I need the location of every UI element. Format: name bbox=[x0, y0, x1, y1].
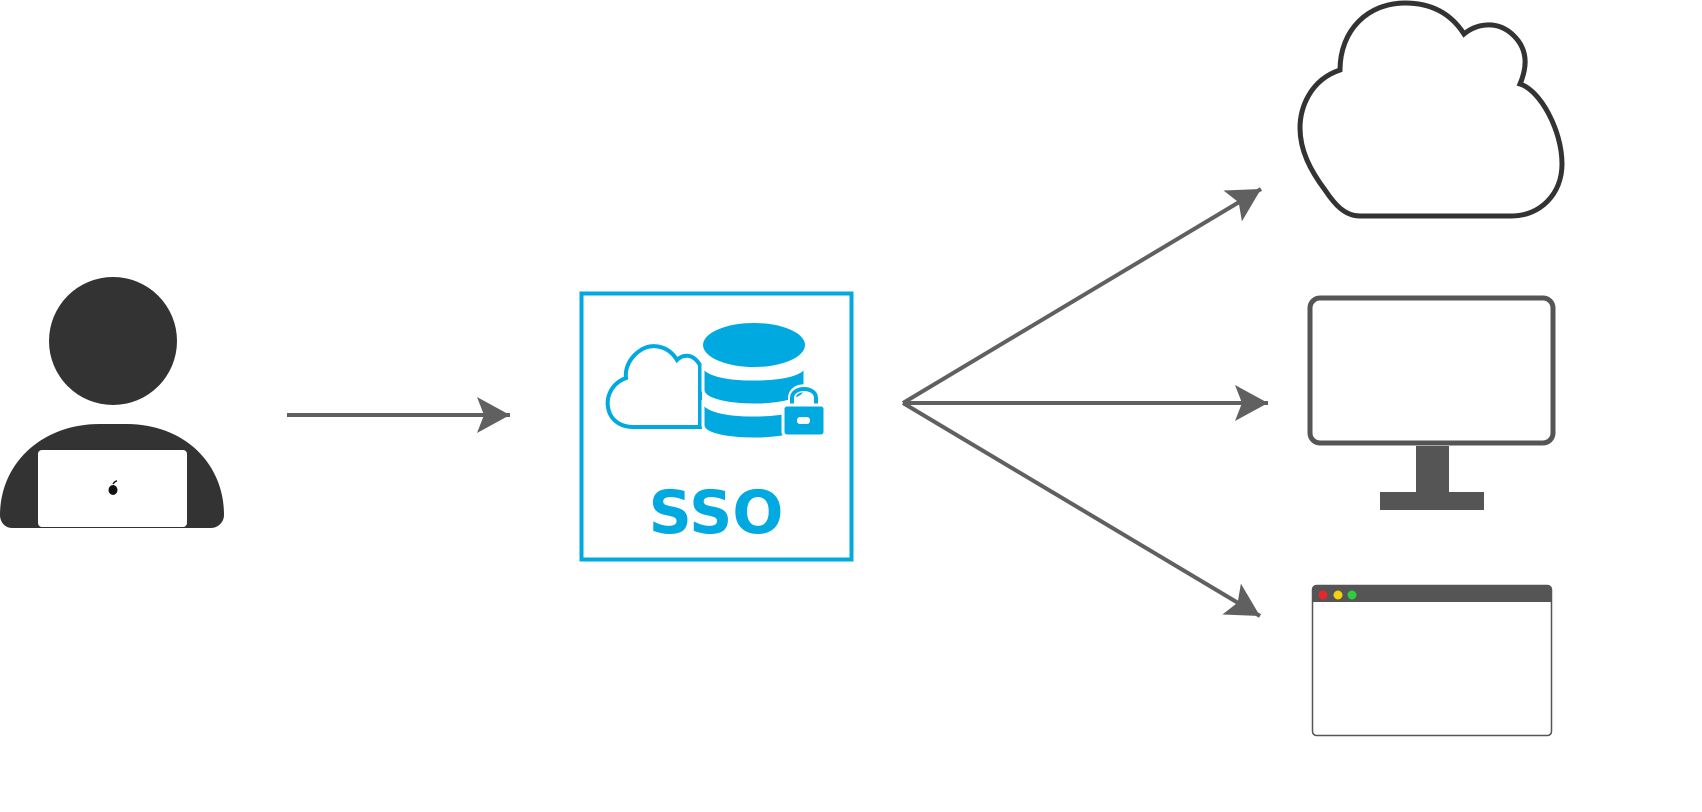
maximize-dot-icon bbox=[1347, 590, 1357, 600]
user-laptop-icon bbox=[0, 277, 224, 528]
apple-logo-icon bbox=[108, 480, 118, 495]
sso-box: SSO bbox=[579, 291, 854, 562]
monitor-icon bbox=[1307, 295, 1556, 510]
cloud-icon bbox=[1297, 0, 1565, 219]
arrow-sso-to-web-app bbox=[901, 401, 1262, 618]
browser-window-icon bbox=[1311, 584, 1553, 737]
arrow-sso-to-cloud bbox=[901, 187, 1263, 405]
minimize-dot-icon bbox=[1333, 590, 1343, 600]
cloud-icon-small bbox=[605, 344, 702, 429]
sso-label: SSO bbox=[649, 478, 784, 548]
lock-icon bbox=[781, 384, 827, 438]
close-dot-icon bbox=[1318, 590, 1328, 600]
